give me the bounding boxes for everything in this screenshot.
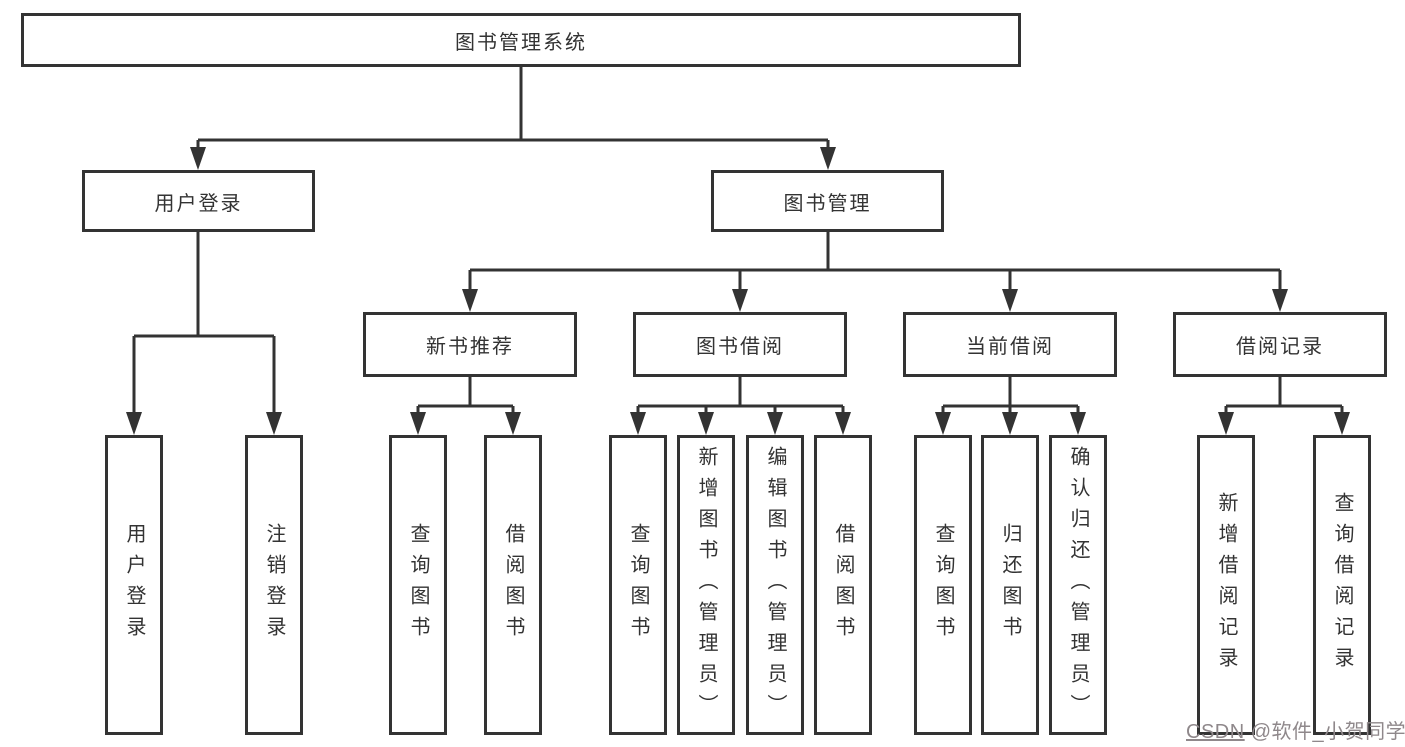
leaf-label: 查询图书 xyxy=(932,523,954,647)
leaf-label: 注销登录 xyxy=(263,523,285,647)
arrow-down-icon xyxy=(767,412,783,435)
arrow-down-icon xyxy=(1218,412,1234,435)
watermark-brand: CSDN xyxy=(1186,721,1245,743)
node-current-borrow: 当前借阅 xyxy=(903,312,1117,377)
leaf-label: 确认归还（管理员） xyxy=(1067,445,1089,725)
leaf-label: 借阅图书 xyxy=(832,523,854,647)
leaf-edit-books-admin: 编辑图书（管理员） xyxy=(746,435,804,735)
arrow-down-icon xyxy=(266,412,282,435)
leaf-logout: 注销登录 xyxy=(245,435,303,735)
arrow-down-icon xyxy=(1002,412,1018,435)
node-user-login: 用户登录 xyxy=(82,170,315,232)
leaf-label: 查询图书 xyxy=(627,523,649,647)
arrow-down-icon xyxy=(505,412,521,435)
node-label: 当前借阅 xyxy=(966,336,1054,358)
leaf-return-books: 归还图书 xyxy=(981,435,1039,735)
leaf-confirm-return-admin: 确认归还（管理员） xyxy=(1049,435,1107,735)
arrow-down-icon xyxy=(126,412,142,435)
leaf-query-borrow-record: 查询借阅记录 xyxy=(1313,435,1371,735)
arrow-down-icon xyxy=(462,289,478,312)
leaf-query-books-recommend: 查询图书 xyxy=(389,435,447,735)
arrow-down-icon xyxy=(630,412,646,435)
leaf-add-borrow-record: 新增借阅记录 xyxy=(1197,435,1255,735)
leaf-query-books-current: 查询图书 xyxy=(914,435,972,735)
leaf-query-books-borrow: 查询图书 xyxy=(609,435,667,735)
arrowheads xyxy=(126,147,1350,435)
node-borrow-records: 借阅记录 xyxy=(1173,312,1387,377)
leaf-user-login: 用户登录 xyxy=(105,435,163,735)
leaf-borrow-books-recommend: 借阅图书 xyxy=(484,435,542,735)
arrow-down-icon xyxy=(190,147,206,170)
leaf-label: 查询借阅记录 xyxy=(1331,492,1353,678)
arrow-down-icon xyxy=(732,289,748,312)
node-library-management-system: 图书管理系统 xyxy=(21,13,1021,67)
leaf-label: 新增图书（管理员） xyxy=(695,445,717,725)
arrow-down-icon xyxy=(1272,289,1288,312)
node-label: 用户登录 xyxy=(154,192,243,215)
leaf-label: 归还图书 xyxy=(999,523,1021,647)
arrow-down-icon xyxy=(820,147,836,170)
node-label: 图书管理系统 xyxy=(455,31,587,54)
arrow-down-icon xyxy=(1334,412,1350,435)
node-new-book-recommend: 新书推荐 xyxy=(363,312,577,377)
arrow-down-icon xyxy=(935,412,951,435)
leaf-label: 新增借阅记录 xyxy=(1215,492,1237,678)
arrow-down-icon xyxy=(1070,412,1086,435)
leaf-label: 查询图书 xyxy=(407,523,429,647)
arrow-down-icon xyxy=(698,412,714,435)
leaf-label: 用户登录 xyxy=(123,523,145,647)
connector-path xyxy=(132,67,1344,414)
node-label: 借阅记录 xyxy=(1236,336,1324,358)
arrow-down-icon xyxy=(835,412,851,435)
leaf-label: 借阅图书 xyxy=(502,523,524,647)
watermark: CSDN @软件_小贺同学 xyxy=(1186,715,1405,744)
leaf-add-books-admin: 新增图书（管理员） xyxy=(677,435,735,735)
node-label: 图书借阅 xyxy=(696,336,784,358)
node-label: 新书推荐 xyxy=(426,336,514,358)
leaf-label: 编辑图书（管理员） xyxy=(764,445,786,725)
leaf-borrow-books: 借阅图书 xyxy=(814,435,872,735)
node-book-management: 图书管理 xyxy=(711,170,944,232)
arrow-down-icon xyxy=(410,412,426,435)
node-book-borrow: 图书借阅 xyxy=(633,312,847,377)
arrow-down-icon xyxy=(1002,289,1018,312)
watermark-handle: @软件_小贺同学 xyxy=(1250,721,1405,743)
node-label: 图书管理 xyxy=(783,192,872,215)
